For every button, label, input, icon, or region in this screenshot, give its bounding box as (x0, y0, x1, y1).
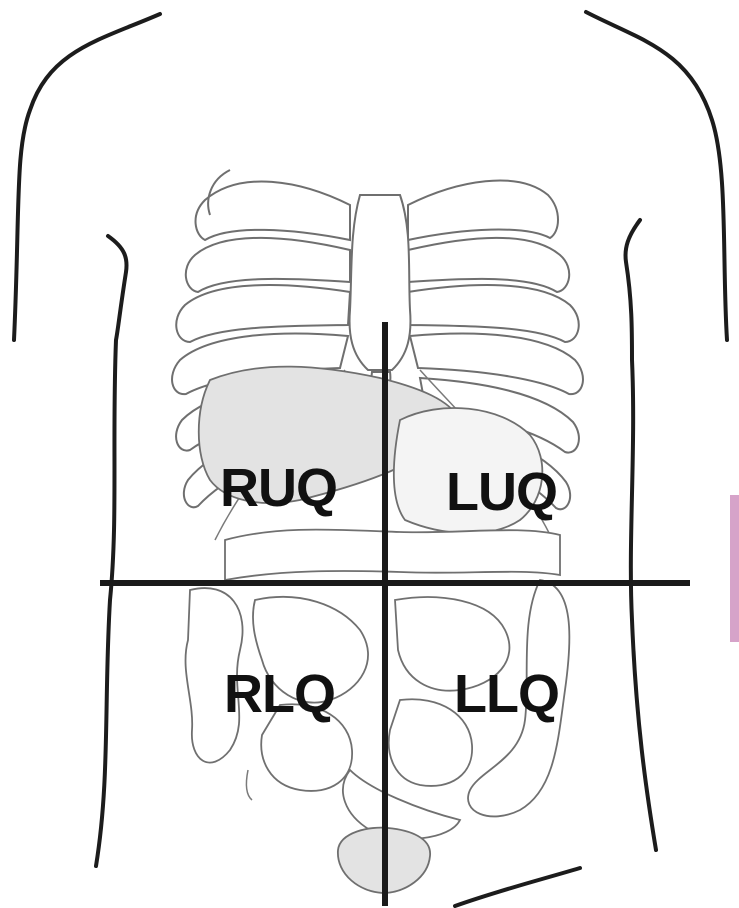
quadrant-label-ruq: RUQ (220, 458, 337, 518)
appendix (246, 770, 252, 800)
edge-marker (730, 495, 739, 642)
rib (408, 238, 569, 292)
rib (196, 181, 350, 240)
quadrant-label-llq: LLQ (454, 664, 559, 724)
quadrant-label-luq: LUQ (446, 462, 557, 522)
sternum (350, 195, 411, 370)
right-shoulder-line (586, 12, 727, 340)
left-shoulder-line (14, 14, 160, 340)
rib (186, 238, 350, 292)
rib (408, 181, 558, 240)
left-flank-line (96, 236, 127, 866)
right-flank-line (626, 220, 656, 850)
hip-line (455, 868, 580, 906)
quadrant-label-rlq: RLQ (224, 664, 335, 724)
transverse-colon (225, 530, 560, 580)
